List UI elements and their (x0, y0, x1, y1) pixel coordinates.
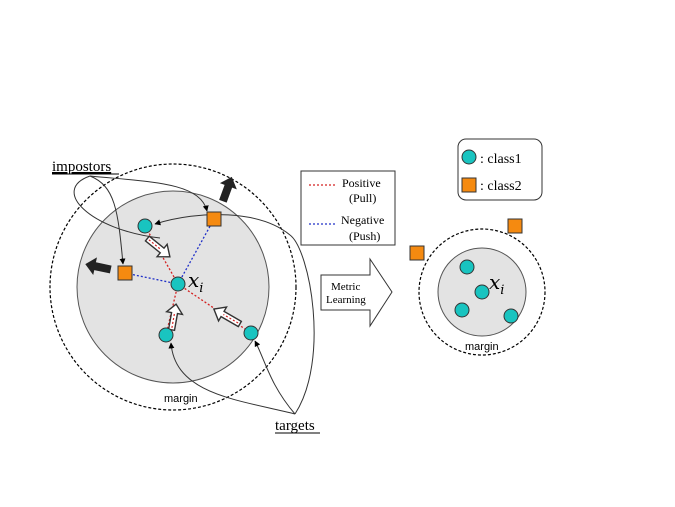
targets-leaders (154, 214, 315, 415)
negative-links (124, 218, 215, 285)
right-point-top (459, 259, 475, 275)
targets-label: targets (275, 418, 315, 434)
target-point-upper-left (137, 218, 153, 234)
right-impostor-square-left (409, 245, 425, 261)
metric-learning-arrow: Metric Learning (320, 257, 393, 328)
legend-positive-sub: (Pull) (349, 191, 376, 205)
right-panel: xi margin (409, 218, 546, 356)
impostor-square-left (117, 265, 133, 281)
push-arrow-top (219, 176, 237, 203)
legend-negative-sub: (Push) (349, 229, 380, 243)
right-xi-label: xi (489, 270, 504, 298)
impostors-leaders (73, 175, 209, 265)
outer-margin-circle (49, 163, 297, 411)
left-panel: xi impostors targets margin (49, 159, 320, 434)
margin-label-left: margin (164, 393, 198, 405)
class2-label: : class2 (480, 179, 522, 194)
class-legend: : class1 : class2 (457, 138, 543, 201)
impostor-square-top (206, 211, 222, 227)
right-outer-margin-circle (418, 228, 546, 356)
right-point-right (503, 308, 519, 324)
arrow-line2: Learning (326, 294, 366, 306)
right-point-xi (474, 284, 490, 300)
target-point-bottom (158, 327, 174, 343)
target-point-bottom-right (243, 325, 259, 341)
pull-arrow-upper-left (144, 235, 171, 258)
right-point-left (454, 302, 470, 318)
margin-label-right: margin (465, 341, 499, 353)
query-point-xi (170, 276, 186, 292)
legend-positive: Positive (342, 176, 381, 190)
pull-arrow-bottom (164, 303, 184, 332)
arrow-line1: Metric (331, 281, 360, 293)
right-impostor-square-right (507, 218, 523, 234)
push-arrow-left (85, 257, 112, 275)
xi-label: xi (188, 268, 203, 296)
link-legend: Positive (Pull) Negative (Push) (300, 170, 396, 246)
class1-label: : class1 (480, 152, 522, 167)
class2-swatch (461, 177, 477, 193)
impostors-label: impostors (52, 159, 111, 175)
pull-arrow-bottom-right (212, 306, 243, 328)
class1-swatch (461, 149, 477, 165)
legend-negative: Negative (341, 213, 384, 227)
